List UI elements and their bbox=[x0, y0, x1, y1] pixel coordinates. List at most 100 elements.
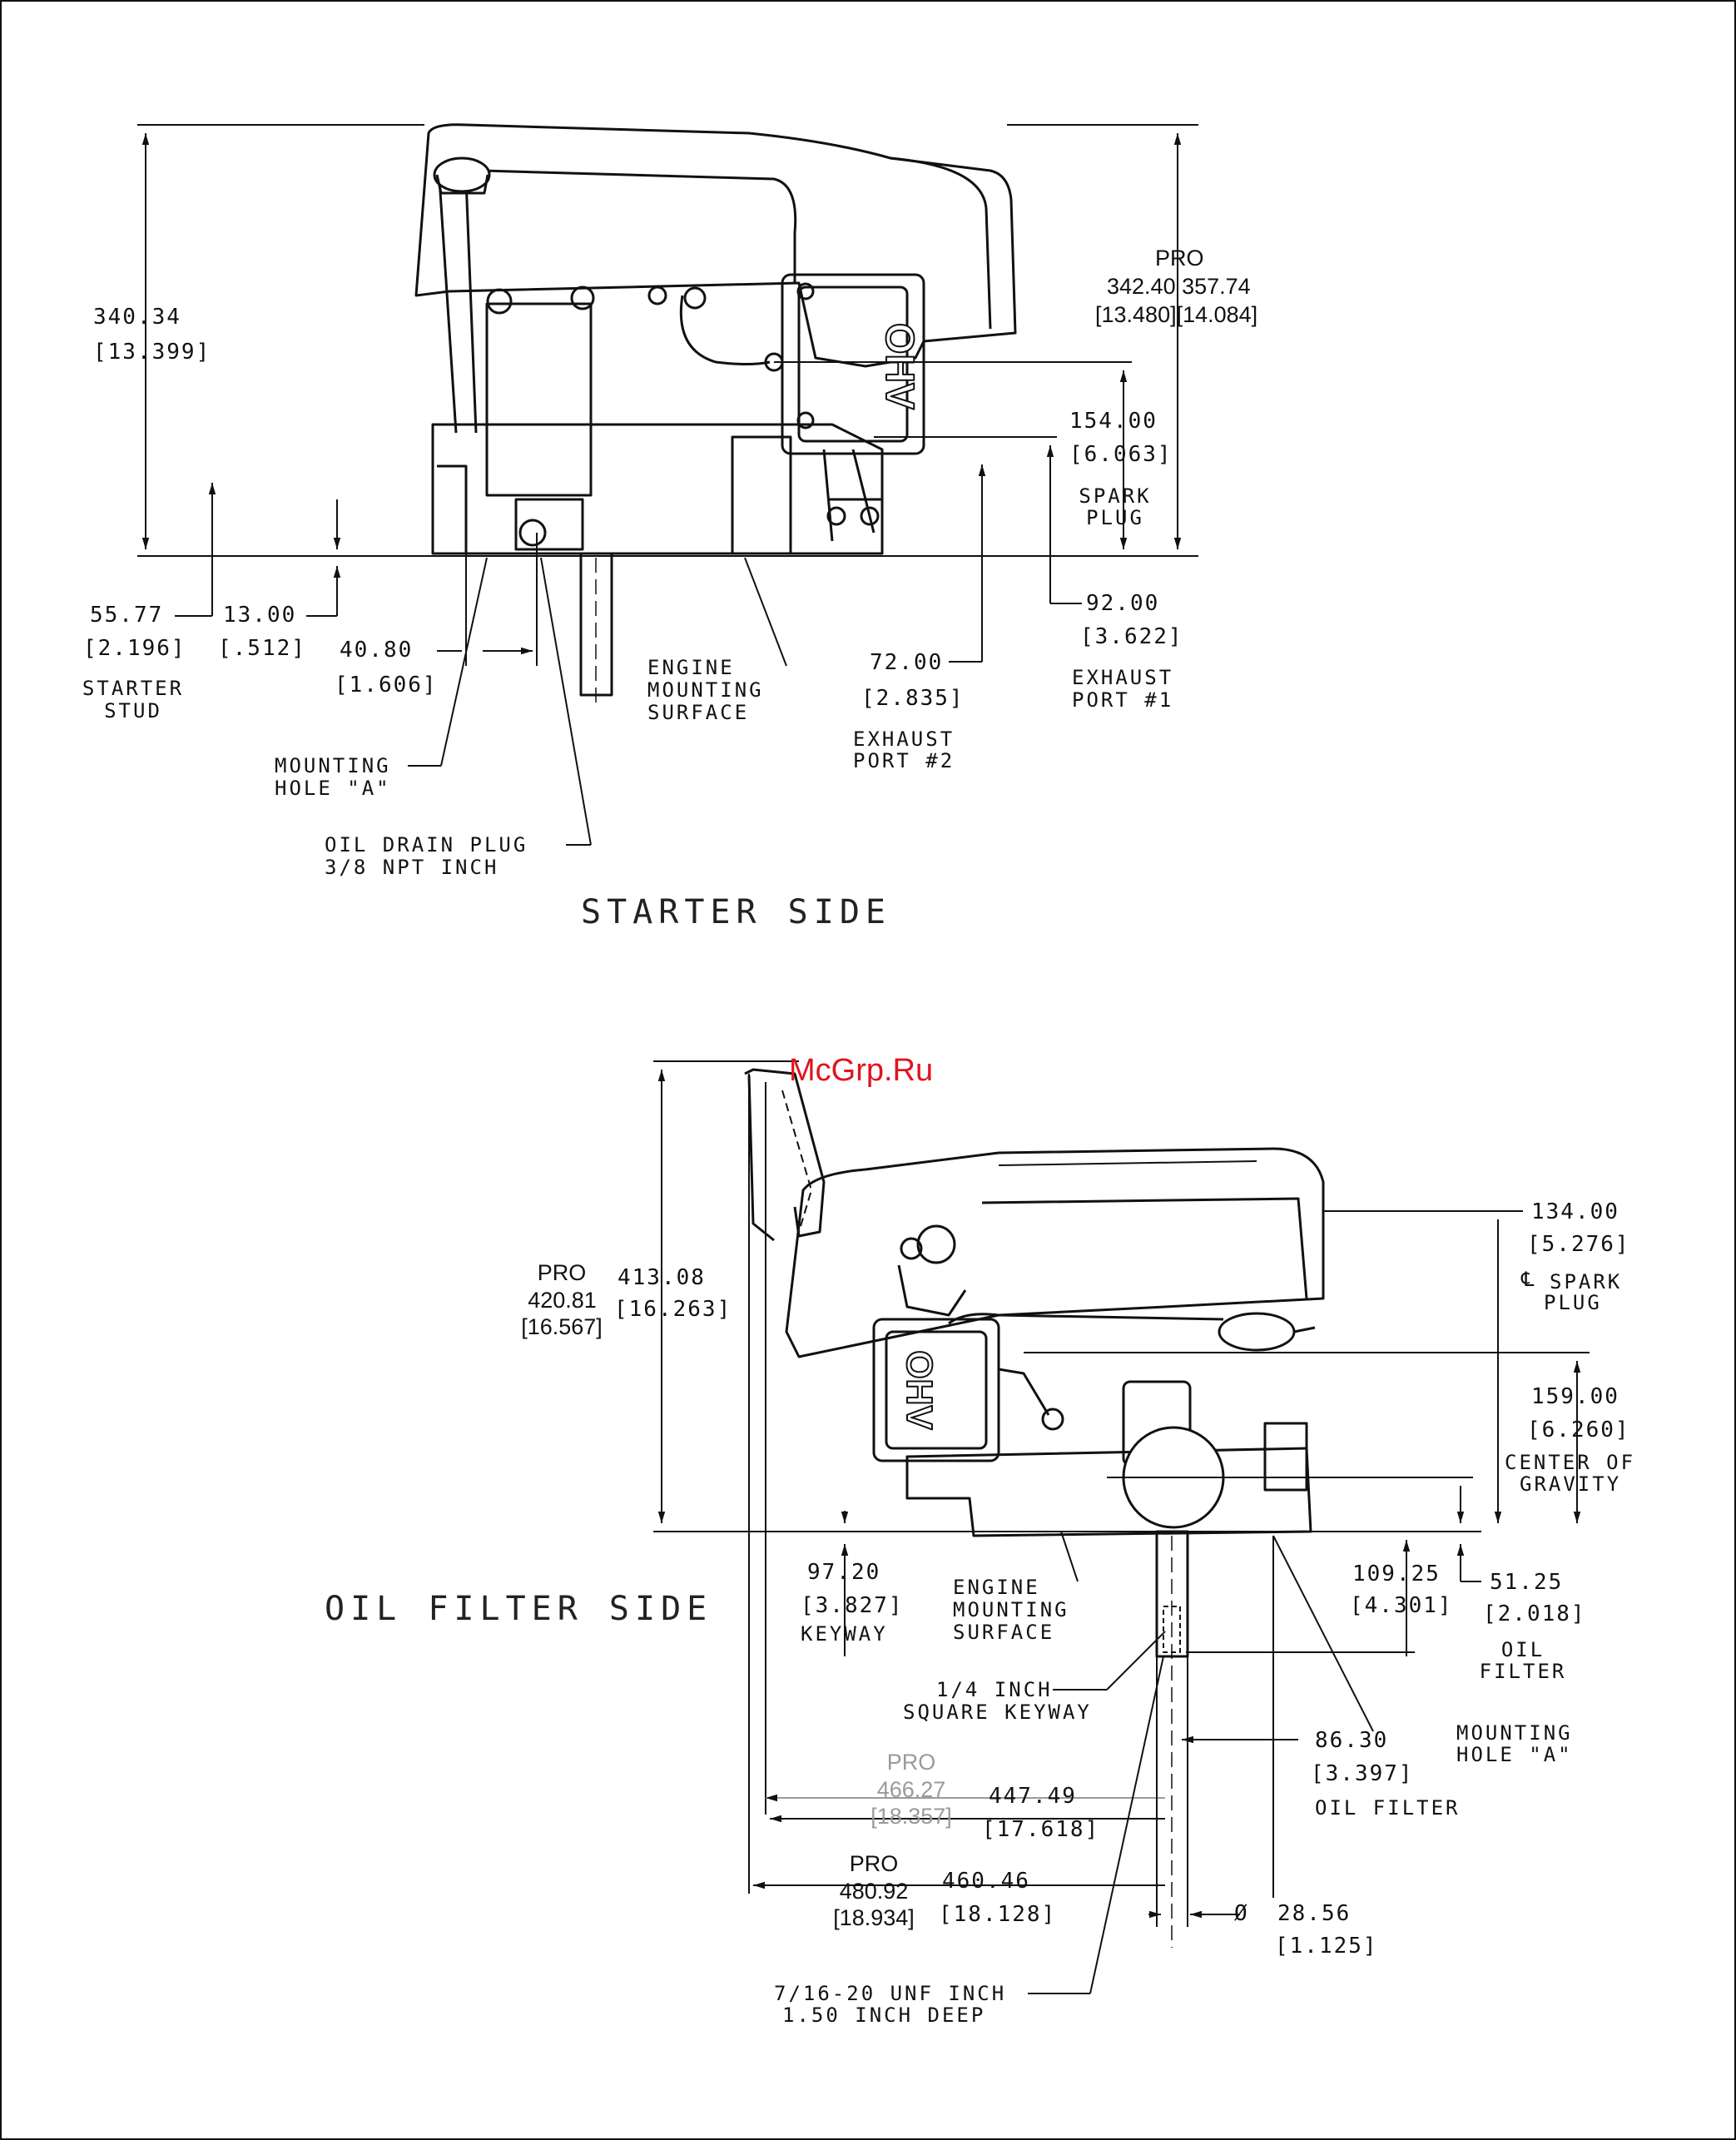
dim-55-mm: 55.77 bbox=[90, 603, 164, 628]
oil-filter-w-label: OIL FILTER bbox=[1315, 1796, 1461, 1820]
dim-13-mm: 13.00 bbox=[223, 603, 297, 628]
engine-mount-label-3: SURFACE bbox=[647, 701, 750, 724]
oil-drain-boss bbox=[514, 498, 584, 551]
filter-side-shroud bbox=[785, 1147, 1325, 1358]
pro-342-in: [13.480][14.084] bbox=[1095, 302, 1258, 327]
keyway-slot bbox=[1163, 1606, 1181, 1653]
dim-97-mm: 97.20 bbox=[807, 1560, 881, 1585]
oil-filter-h-label-2: FILTER bbox=[1479, 1660, 1567, 1683]
starter-shroud-edge bbox=[890, 156, 992, 330]
dim-40-mm: 40.80 bbox=[340, 638, 414, 663]
exhaust-bolt bbox=[826, 506, 846, 526]
pro-342-mm: 342.40 357.74 bbox=[1107, 274, 1251, 299]
mount-surface-leader-r bbox=[1060, 1531, 1079, 1582]
exhaust-bracket bbox=[822, 449, 882, 542]
fuel-filter bbox=[1218, 1312, 1296, 1352]
dim-159-in: [6.260] bbox=[1527, 1418, 1630, 1442]
stud-bolt-2 bbox=[570, 285, 595, 310]
mount-surface-leader bbox=[744, 557, 787, 667]
dim-97-in: [3.827] bbox=[801, 1593, 904, 1618]
cog-label-1: CENTER OF bbox=[1505, 1451, 1636, 1474]
shroud-edge bbox=[998, 1160, 1257, 1166]
oil-drain-leader bbox=[540, 557, 592, 846]
keyway-leader bbox=[1106, 1631, 1166, 1691]
exhaust-2-label-1: EXHAUST bbox=[853, 727, 955, 751]
dim-92-mm: 92.00 bbox=[1086, 591, 1160, 616]
pro-label-top: PRO bbox=[1155, 246, 1204, 271]
dim-109-in: [4.301] bbox=[1350, 1593, 1453, 1618]
dim-72-mm: 72.00 bbox=[870, 650, 944, 675]
spark-plug-label-2: PLUG bbox=[1086, 506, 1144, 529]
dim-159-mm: 159.00 bbox=[1531, 1384, 1619, 1409]
dim-154-in: [6.063] bbox=[1069, 442, 1173, 467]
dim-447-mm: 447.49 bbox=[989, 1784, 1077, 1809]
mount-hole-label-1: MOUNTING bbox=[275, 754, 391, 777]
starter-side-dimensions bbox=[137, 124, 1198, 846]
starter-shroud bbox=[414, 123, 1017, 368]
dipstick-hidden bbox=[781, 1090, 812, 1233]
oil-drain-label-1: OIL DRAIN PLUG bbox=[325, 833, 528, 856]
dim-86-mm: 86.30 bbox=[1315, 1728, 1389, 1753]
dim-51-mm: 51.25 bbox=[1490, 1570, 1564, 1595]
square-keyway-label-1: 1/4 INCH bbox=[936, 1678, 1053, 1701]
pro-480-in: [18.934] bbox=[833, 1905, 915, 1930]
dim-72-in: [2.835] bbox=[861, 686, 965, 711]
mount-boss-r bbox=[1263, 1422, 1308, 1492]
stud-bolt-4 bbox=[683, 286, 707, 310]
pro-466-in: [18.357] bbox=[870, 1804, 952, 1829]
crankcase bbox=[431, 423, 884, 555]
dim-109-mm: 109.25 bbox=[1352, 1562, 1441, 1586]
oil-drain-plug bbox=[518, 519, 547, 547]
filter-side-valve-cover bbox=[872, 1318, 1000, 1462]
starter-shroud-inner bbox=[482, 169, 797, 283]
mount-hole-leader-r bbox=[1272, 1535, 1374, 1732]
cl-symbol: ℄ bbox=[1521, 1268, 1537, 1291]
exhaust-2-label-2: PORT #2 bbox=[853, 749, 955, 772]
thread-label-1: 7/16-20 UNF INCH bbox=[774, 1982, 1007, 2005]
dim-51-in: [2.018] bbox=[1483, 1601, 1586, 1626]
filter-side-shroud-inner bbox=[981, 1197, 1308, 1299]
stud-bolt-3 bbox=[647, 285, 667, 305]
dim-447-in: [17.618] bbox=[982, 1817, 1100, 1842]
mount-hole-leader bbox=[440, 557, 488, 767]
oil-filter-h-label-1: OIL bbox=[1500, 1638, 1545, 1661]
air-gov-2 bbox=[900, 1237, 923, 1260]
dim-460-mm: 460.46 bbox=[942, 1869, 1030, 1894]
mount-hole-r-label-2: HOLE "A" bbox=[1456, 1743, 1573, 1766]
engine-mount-r-label-1: ENGINE bbox=[953, 1576, 1040, 1599]
pro-480-label: PRO bbox=[849, 1851, 899, 1876]
oil-filter-side-engine: OHV bbox=[744, 1068, 1325, 1948]
spark-plug-label-1: SPARK bbox=[1079, 484, 1152, 508]
valve-cover-inner bbox=[797, 285, 909, 443]
dim-460-in: [18.128] bbox=[939, 1902, 1057, 1927]
pro-466-label: PRO bbox=[886, 1750, 936, 1775]
spark-lead-r bbox=[998, 1368, 1050, 1416]
mount-hole-label-2: HOLE "A" bbox=[275, 777, 391, 800]
square-keyway-label-2: SQUARE KEYWAY bbox=[903, 1701, 1092, 1724]
dim-340-in: [13.399] bbox=[93, 340, 211, 365]
filter-side-valve-cover-inner bbox=[885, 1330, 988, 1450]
stud-bolt bbox=[486, 288, 513, 315]
dim-92-in: [3.622] bbox=[1080, 624, 1183, 649]
dim-340-mm: 340.34 bbox=[93, 305, 181, 330]
dipstick-cap-skirt bbox=[435, 174, 489, 195]
ohv-badge-r: OHV bbox=[899, 1350, 940, 1430]
starter-motor-body bbox=[485, 302, 593, 497]
watermark: McGrp.Ru bbox=[789, 1053, 934, 1088]
dim-28-mm: 28.56 bbox=[1277, 1901, 1352, 1926]
pro-480-mm: 480.92 bbox=[839, 1879, 909, 1904]
oil-filter-side-dimensions bbox=[653, 1060, 1590, 1994]
spark-plug-r-label-2: PLUG bbox=[1544, 1291, 1602, 1314]
spark-boot-r bbox=[1041, 1408, 1064, 1431]
pro-420-in: [16.567] bbox=[521, 1314, 603, 1339]
crankcase-rib bbox=[437, 464, 468, 554]
oil-filter-side-title: OIL FILTER SIDE bbox=[325, 1590, 713, 1628]
exhaust-bolt-2 bbox=[860, 506, 880, 526]
pro-420-label: PRO bbox=[537, 1260, 587, 1285]
spark-lead bbox=[679, 295, 771, 365]
keyway-label: KEYWAY bbox=[801, 1622, 888, 1646]
ohv-badge: OHV bbox=[877, 323, 921, 410]
fuel-line bbox=[948, 1313, 1224, 1325]
